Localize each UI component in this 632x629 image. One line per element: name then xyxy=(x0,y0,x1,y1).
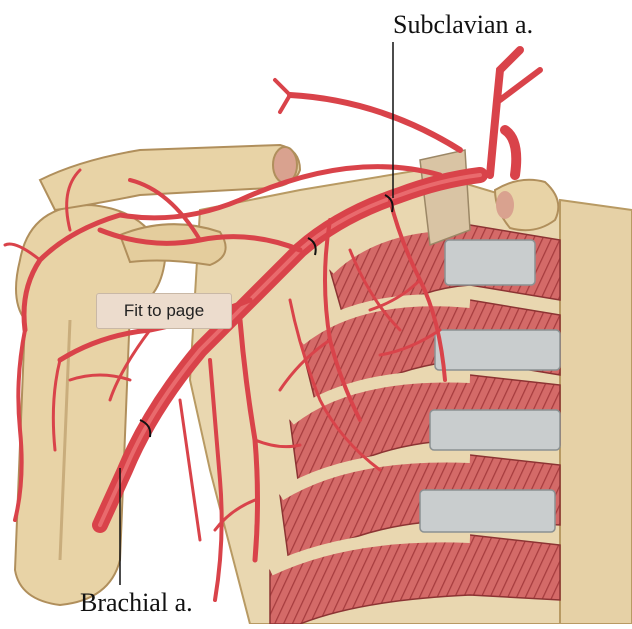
suprascapular xyxy=(117,164,443,221)
costal-cartilages xyxy=(419,239,561,533)
sternum xyxy=(559,198,632,625)
thoracic-branches xyxy=(178,198,447,602)
clavicle xyxy=(38,143,302,212)
fit-to-page-button[interactable]: Fit to page xyxy=(96,293,232,329)
brachial-label: Brachial a. xyxy=(80,588,193,617)
carotid-branch xyxy=(486,46,524,179)
transverse-cervical xyxy=(287,92,463,153)
subclavian-label: Subclavian a. xyxy=(393,10,534,39)
